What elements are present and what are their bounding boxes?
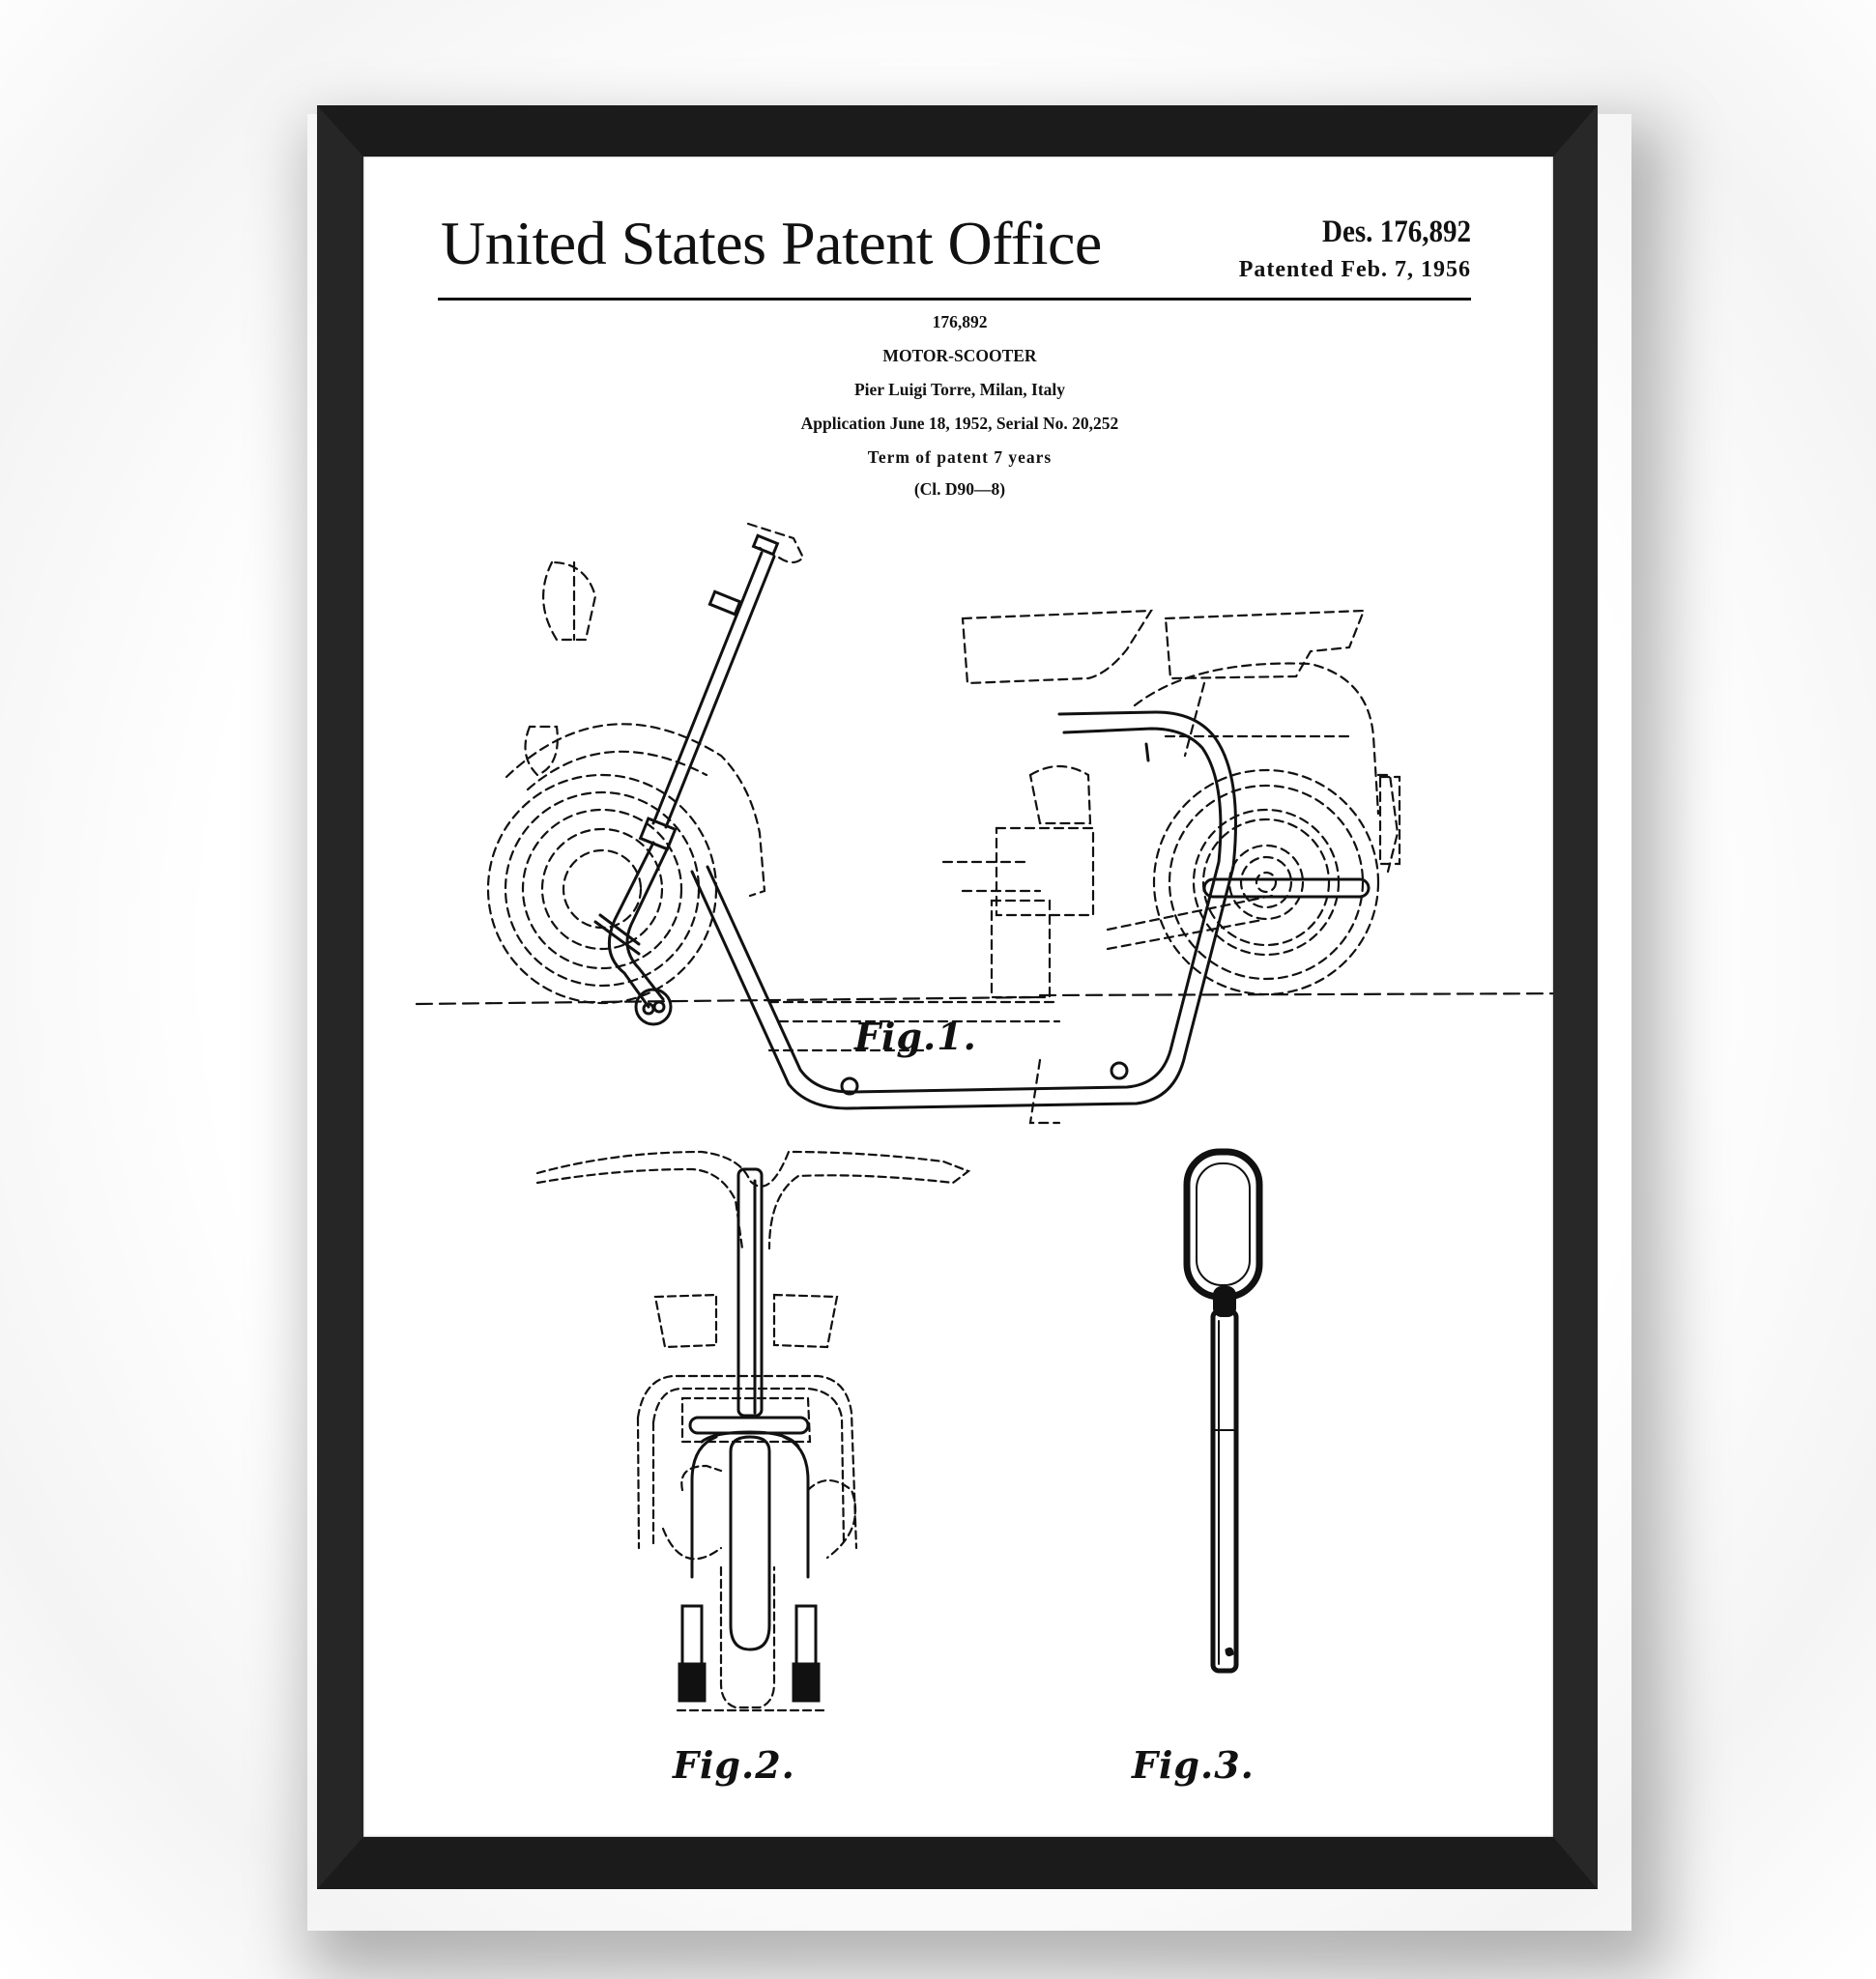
fig3-label: Fig.3. bbox=[1132, 1743, 1255, 1787]
fig1-drawing bbox=[415, 522, 1553, 1125]
application-info: Application June 18, 1952, Serial No. 20… bbox=[800, 414, 1119, 433]
office-title: United States Patent Office bbox=[441, 209, 1102, 277]
frame-left-bevel bbox=[317, 105, 363, 1889]
inventor: Pier Luigi Torre, Milan, Italy bbox=[853, 380, 1066, 399]
patent-print: United States Patent Office Des. 176,892… bbox=[363, 157, 1553, 1837]
fig2-drawing bbox=[535, 1150, 971, 1712]
patent-number: 176,892 bbox=[932, 312, 988, 331]
fig3-drawing bbox=[1183, 1148, 1263, 1674]
frame-right-bevel bbox=[1553, 105, 1598, 1889]
patent-term: Term of patent 7 years bbox=[867, 447, 1053, 467]
classification: (Cl. D90—8) bbox=[913, 479, 1006, 499]
header-rule bbox=[438, 298, 1471, 301]
design-number: Des. 176,892 bbox=[1321, 215, 1471, 249]
patented-date: Patented Feb. 7, 1956 bbox=[1238, 257, 1471, 282]
fig2-label: Fig.2. bbox=[673, 1743, 795, 1787]
patent-title: MOTOR-SCOOTER bbox=[882, 346, 1037, 365]
fig1-label: Fig.1. bbox=[854, 1015, 977, 1058]
